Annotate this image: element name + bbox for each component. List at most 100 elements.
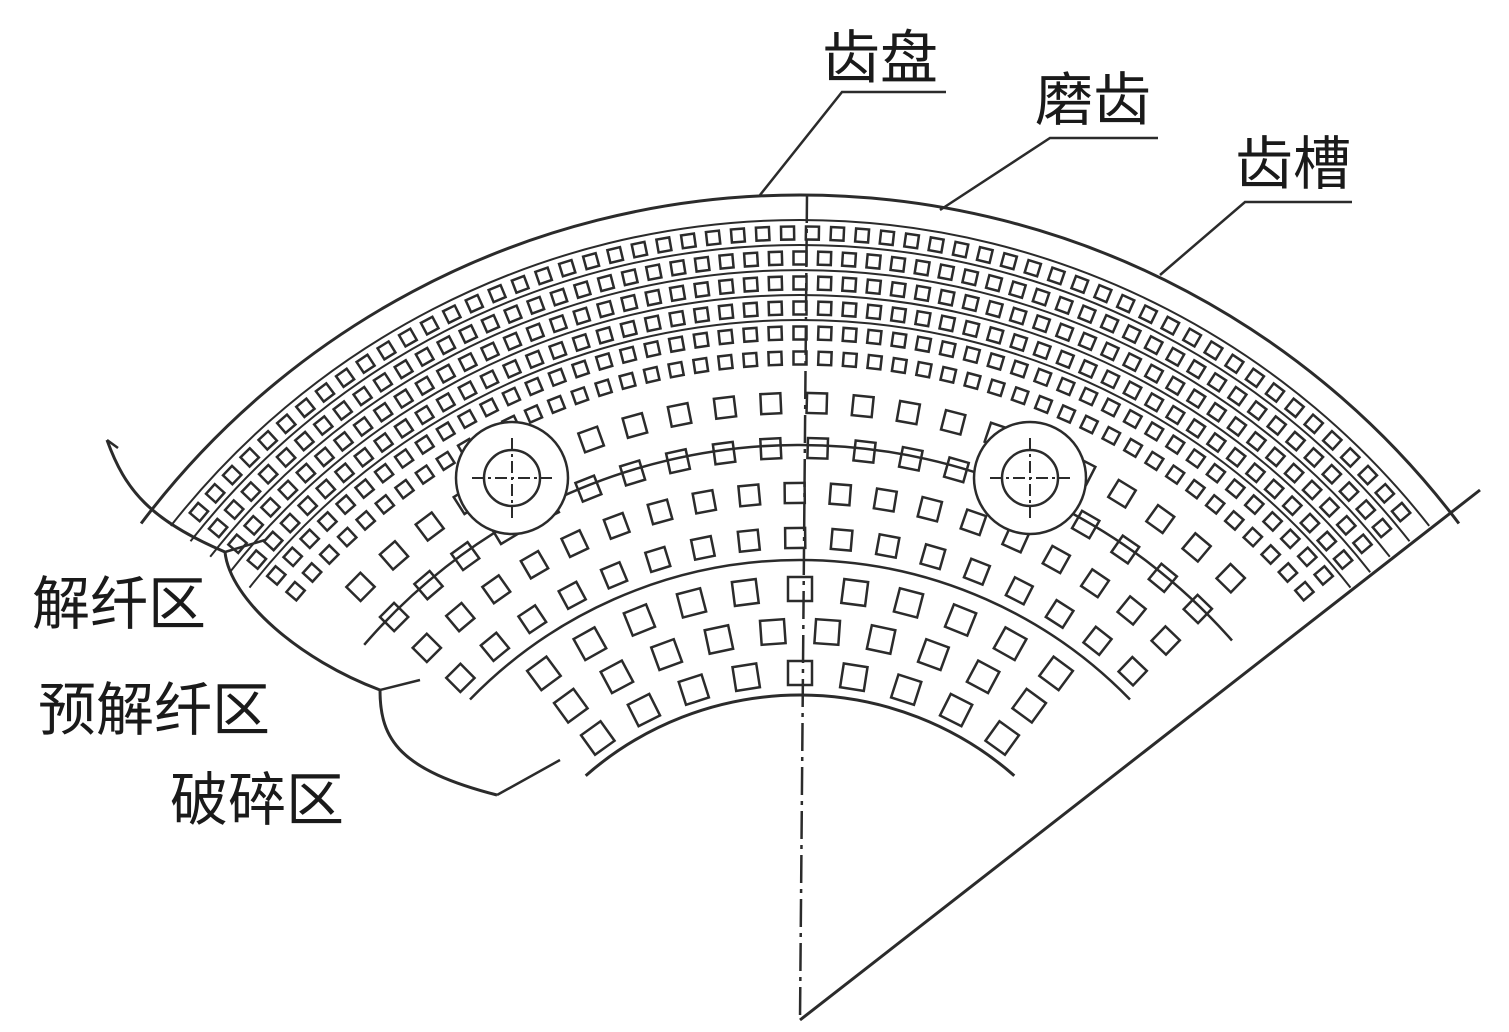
tooth: [937, 263, 956, 282]
tooth: [524, 349, 545, 370]
tooth: [1164, 404, 1187, 426]
tooth: [571, 332, 591, 353]
tooth: [510, 274, 531, 295]
tooth: [226, 532, 249, 555]
tooth: [1181, 327, 1203, 349]
tooth: [480, 313, 501, 334]
tooth: [1283, 462, 1306, 485]
tooth: [581, 251, 601, 271]
tooth: [187, 501, 210, 524]
tooth: [435, 391, 457, 413]
tooth: [599, 560, 629, 591]
tooth: [525, 295, 546, 316]
tooth: [1264, 445, 1287, 468]
tooth: [598, 658, 635, 695]
tooth: [1143, 363, 1165, 385]
tooth: [1115, 594, 1148, 627]
groove-ring: [170, 218, 1430, 527]
tooth: [352, 446, 375, 469]
tooth: [767, 250, 784, 267]
tooth: [312, 414, 335, 437]
tooth: [378, 539, 410, 572]
tooth: [412, 569, 445, 601]
tooth: [284, 580, 307, 603]
tooth: [1069, 274, 1090, 295]
tooth: [1312, 564, 1335, 587]
tooth: [938, 314, 957, 333]
tooth: [1055, 349, 1076, 370]
tooth: [630, 240, 649, 259]
tooth: [549, 287, 569, 307]
tooth: [913, 258, 931, 277]
tooth: [1143, 450, 1166, 472]
tooth: [410, 631, 443, 664]
tooth: [889, 306, 908, 324]
tooth: [1185, 358, 1208, 380]
tooth: [939, 365, 958, 385]
right-sector-edge: [799, 488, 1481, 1022]
tooth: [985, 299, 1005, 319]
tooth: [480, 573, 512, 605]
tooth: [1373, 482, 1396, 505]
tooth: [1370, 517, 1393, 539]
tooth: [1226, 385, 1249, 407]
tooth: [344, 570, 377, 603]
tooth: [717, 328, 735, 346]
groove-ring: [189, 244, 1411, 542]
tooth: [336, 526, 359, 549]
tooth: [435, 334, 457, 356]
label-crushing-zone: 破碎区: [170, 766, 344, 834]
tooth: [1185, 387, 1208, 410]
tooth: [559, 528, 590, 559]
tooth: [294, 462, 317, 485]
tooth: [546, 394, 567, 415]
tooth: [1223, 509, 1246, 532]
tooth: [1261, 510, 1284, 533]
tooth: [878, 229, 896, 247]
tooth: [984, 273, 1004, 293]
tooth: [667, 335, 686, 354]
tooth: [1010, 385, 1030, 406]
tooth: [960, 268, 980, 287]
tooth: [373, 462, 395, 485]
tooth: [479, 630, 511, 663]
tooth: [704, 229, 722, 247]
tooth: [262, 530, 285, 552]
tooth: [759, 391, 783, 416]
tooth: [1339, 446, 1362, 469]
tooth: [1054, 295, 1075, 316]
tooth: [962, 557, 992, 587]
tooth: [622, 602, 657, 638]
tooth: [786, 575, 814, 603]
tooth: [240, 480, 262, 503]
tooth: [1143, 420, 1165, 443]
tooth: [1007, 280, 1028, 300]
leader-grinding-teeth: [939, 136, 1158, 212]
tooth: [275, 446, 298, 469]
tooth: [767, 325, 784, 342]
tooth: [1332, 548, 1355, 571]
center-axis: [798, 194, 809, 1021]
tooth: [1390, 501, 1413, 524]
tooth: [1302, 412, 1325, 435]
groove-ring: [209, 269, 1391, 558]
tooth: [1320, 463, 1343, 486]
tooth: [393, 447, 415, 470]
leader-tooth-groove: [1159, 200, 1352, 276]
tooth: [1159, 315, 1181, 337]
tooth: [1056, 403, 1077, 425]
tooth: [617, 371, 638, 391]
tooth: [1146, 561, 1179, 594]
tooth: [547, 340, 568, 361]
tooth: [853, 227, 871, 244]
tooth: [985, 325, 1005, 345]
tooth: [372, 431, 395, 454]
tooth: [256, 429, 279, 452]
tooth: [816, 250, 833, 267]
tooth: [1040, 544, 1072, 575]
tooth: [1023, 258, 1043, 278]
tooth: [1164, 346, 1186, 368]
tooth: [664, 447, 692, 475]
tooth: [1100, 368, 1121, 390]
tooth: [1070, 509, 1102, 540]
